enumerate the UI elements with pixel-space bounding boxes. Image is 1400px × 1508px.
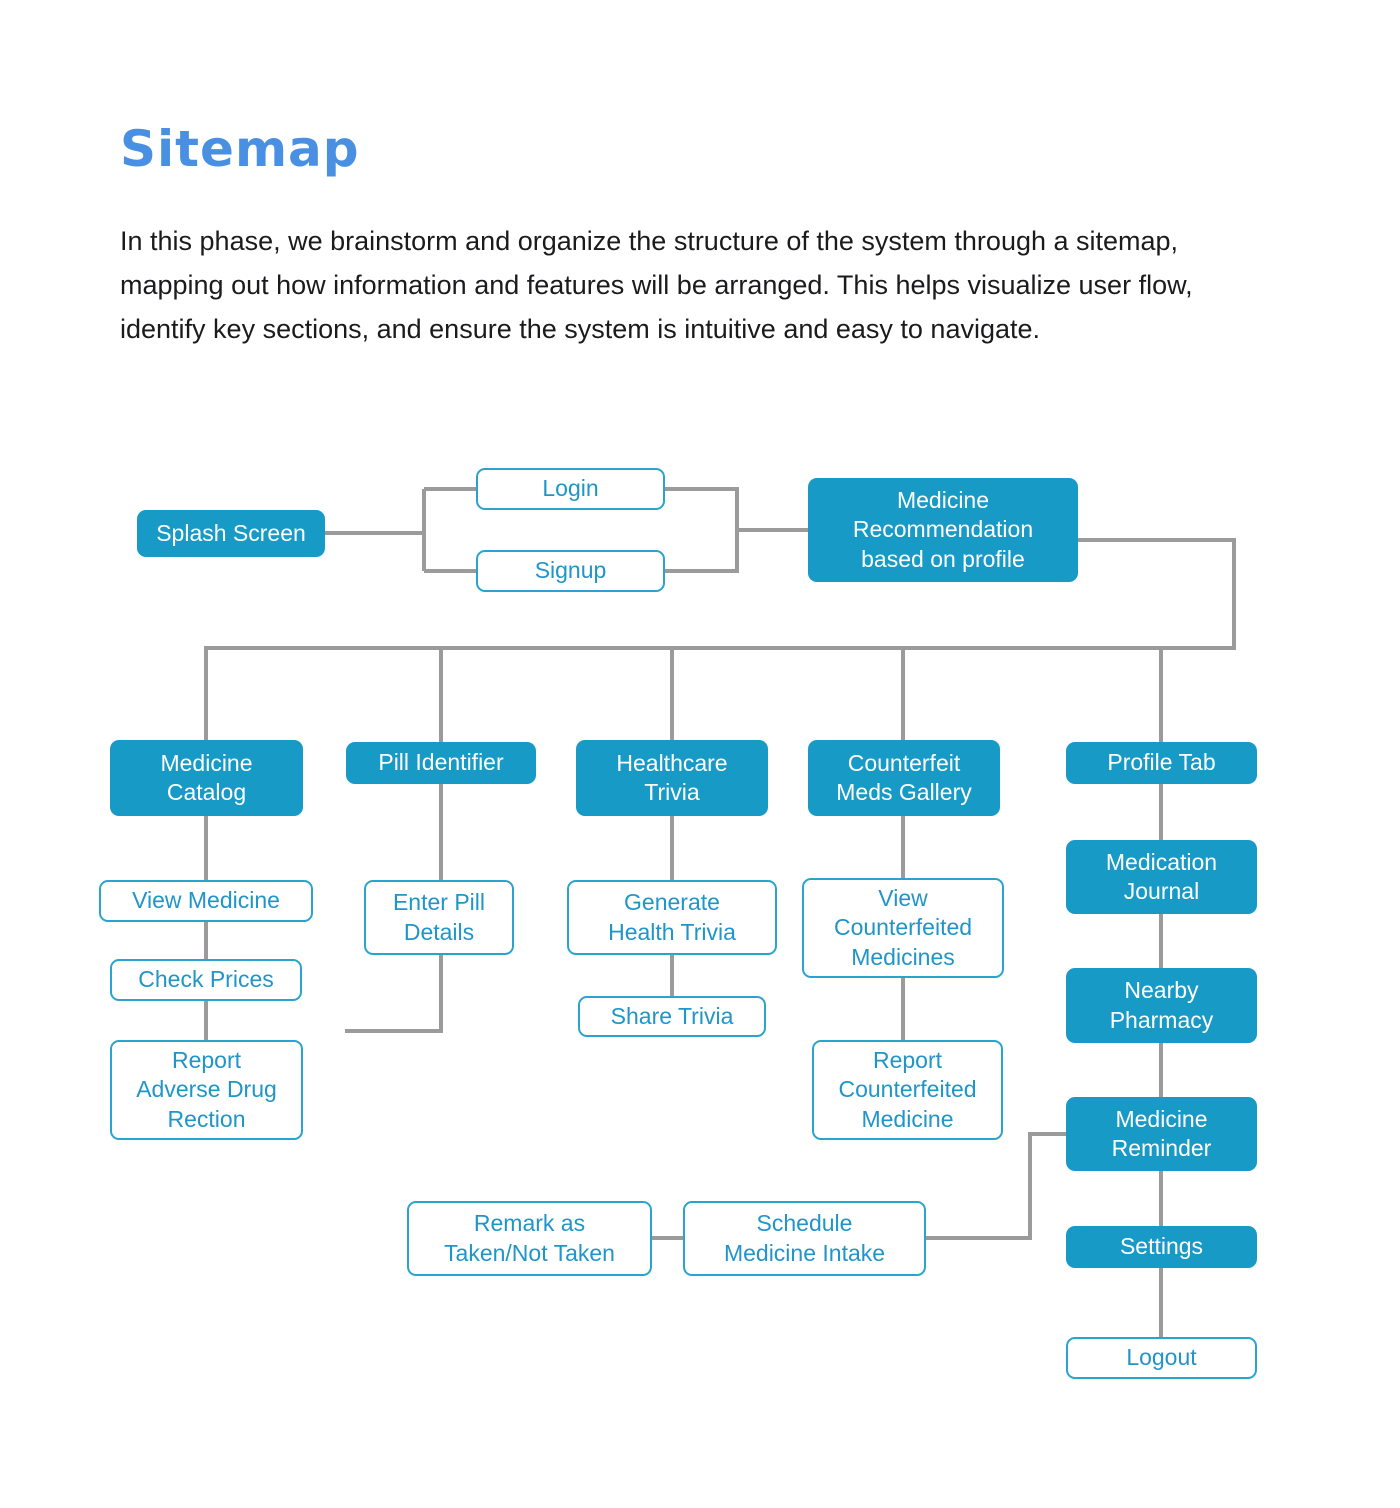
node-remark-taken: Remark as Taken/Not Taken — [407, 1201, 652, 1276]
node-splash-screen: Splash Screen — [137, 510, 325, 557]
connector-splash-to-auth — [325, 487, 476, 573]
node-view-medicine: View Medicine — [99, 880, 313, 922]
node-medicine-recommendation: Medicine Recommendation based on profile — [808, 478, 1078, 582]
node-settings: Settings — [1066, 1226, 1257, 1268]
node-generate-health-trivia: Generate Health Trivia — [567, 880, 777, 955]
connector-auth-to-recommendation — [665, 487, 808, 573]
node-share-trivia: Share Trivia — [578, 996, 766, 1037]
page-description: In this phase, we brainstorm and organiz… — [120, 226, 1193, 344]
node-report-adverse-drug-rection: Report Adverse Drug Rection — [110, 1040, 303, 1140]
node-nearby-pharmacy: Nearby Pharmacy — [1066, 968, 1257, 1043]
node-medicine-catalog: Medicine Catalog — [110, 740, 303, 816]
node-report-counterfeited-medicine: Report Counterfeited Medicine — [812, 1040, 1003, 1140]
node-medication-journal: Medication Journal — [1066, 840, 1257, 914]
node-schedule-medicine-intake: Schedule Medicine Intake — [683, 1201, 926, 1276]
node-profile-tab: Profile Tab — [1066, 742, 1257, 784]
connector-reminder-schedule — [652, 1132, 1066, 1240]
node-enter-pill-details: Enter Pill Details — [364, 880, 514, 955]
node-check-prices: Check Prices — [110, 959, 302, 1001]
connector-pill-chain — [345, 782, 443, 1033]
page-title: Sitemap — [120, 119, 360, 178]
node-healthcare-trivia: Healthcare Trivia — [576, 740, 768, 816]
node-signup: Signup — [476, 550, 665, 592]
connector-recommendation-spine — [204, 538, 1236, 740]
node-pill-identifier: Pill Identifier — [346, 742, 536, 784]
node-medicine-reminder: Medicine Reminder — [1066, 1097, 1257, 1171]
node-view-counterfeited-medicines: View Counterfeited Medicines — [802, 878, 1004, 978]
node-logout: Logout — [1066, 1337, 1257, 1379]
node-counterfeit-meds-gallery: Counterfeit Meds Gallery — [808, 740, 1000, 816]
node-login: Login — [476, 468, 665, 510]
connector-spine-drops — [439, 646, 1163, 742]
